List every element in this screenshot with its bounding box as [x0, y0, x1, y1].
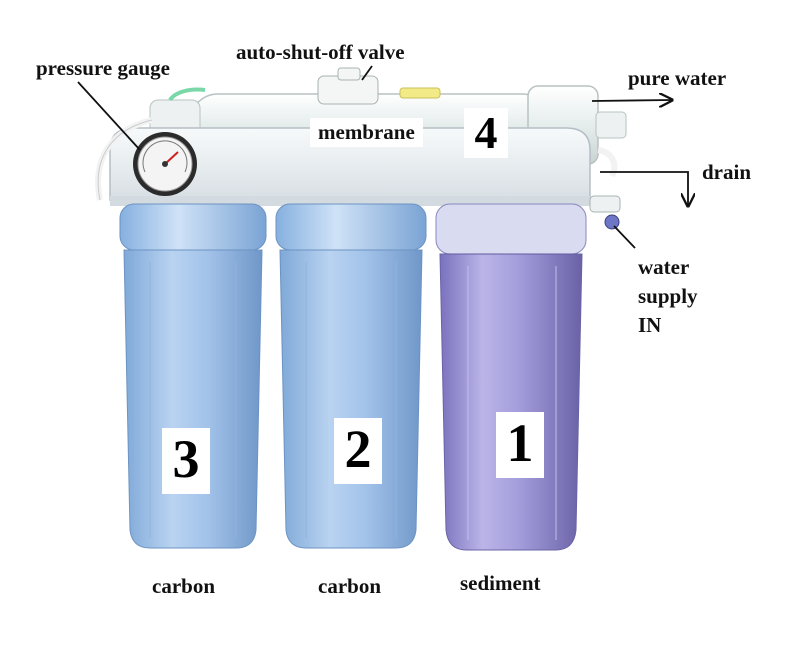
filter-housing-middle [275, 203, 427, 549]
supply-inlet [604, 214, 620, 230]
stage-number-3: 3 [162, 428, 210, 494]
auto-shut-off-valve [317, 67, 441, 105]
label-water-supply-line1: water [638, 255, 690, 279]
pressure-gauge [133, 132, 197, 196]
label-sediment: sediment [460, 571, 541, 595]
stage-number-4: 4 [464, 108, 508, 158]
stage-number-2: 2 [334, 418, 382, 484]
drain-tubing [597, 147, 618, 178]
label-auto-shut-off-valve: auto-shut-off valve [236, 40, 405, 64]
pressure-gauge-pointer [77, 81, 141, 151]
label-carbon-middle: carbon [318, 574, 381, 598]
label-membrane: membrane [310, 118, 423, 147]
drain-arrow [600, 171, 688, 206]
label-carbon-left: carbon [152, 574, 215, 598]
label-drain: drain [702, 160, 752, 184]
label-pure-water: pure water [628, 66, 727, 90]
label-pressure-gauge: pressure gauge [36, 56, 170, 80]
pure-water-arrow [591, 100, 672, 101]
green-tubing [168, 87, 206, 102]
stage-number-1: 1 [496, 412, 544, 478]
water-supply-pointer [613, 225, 636, 249]
filter-housing-left [119, 203, 267, 549]
label-water-supply-line3: IN [638, 313, 662, 337]
valve-pointer [361, 65, 373, 81]
label-water-supply-line2: supply [638, 284, 698, 308]
supply-fitting [589, 195, 621, 213]
filter-housing-right [435, 203, 587, 551]
left-tubing-outline [97, 119, 153, 201]
